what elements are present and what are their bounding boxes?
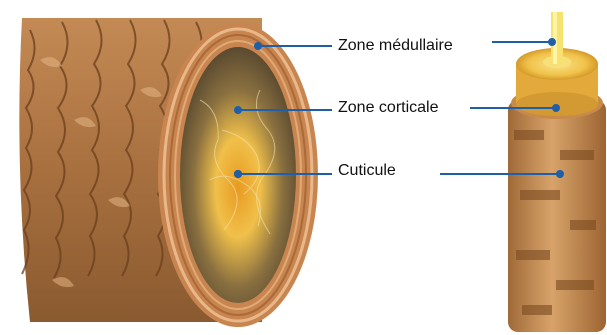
label-zone-corticale: Zone corticale (338, 98, 439, 118)
pointer-right-medullaire-dot (549, 39, 555, 45)
pointer-right-cuticule-dot (557, 171, 563, 177)
pointer-medullaire-dot (255, 43, 261, 49)
pointer-right-corticale-dot (553, 105, 559, 111)
label-cuticule: Cuticule (338, 161, 396, 181)
pointer-corticale-dot (235, 107, 241, 113)
pointer-cuticule-dot (235, 171, 241, 177)
label-zone-medullaire: Zone médullaire (338, 36, 453, 56)
